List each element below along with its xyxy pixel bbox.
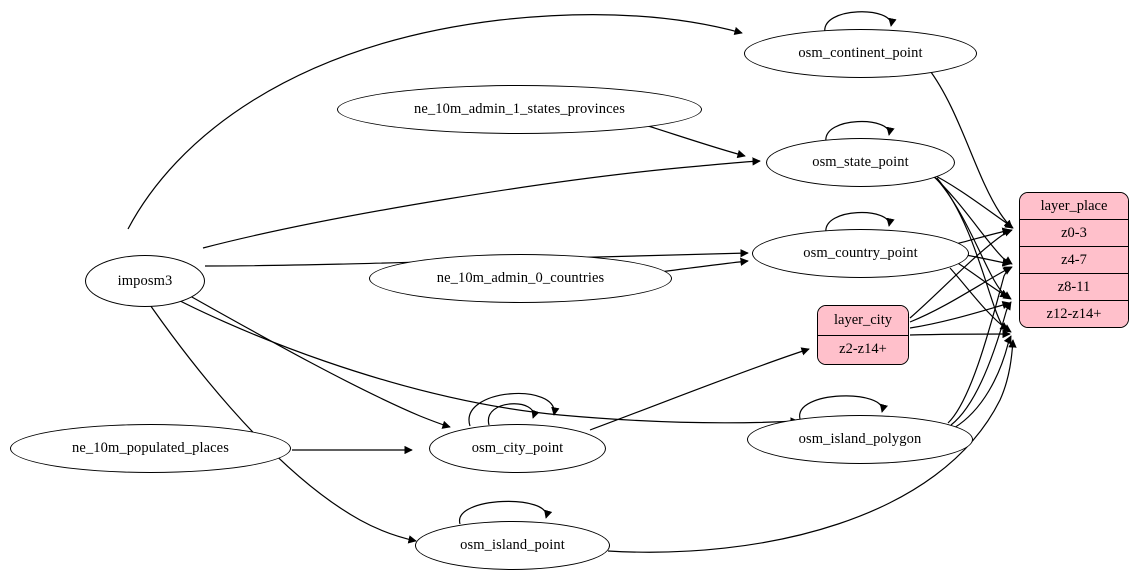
node-osm-island-polygon[interactable]: osm_island_polygon [747, 415, 973, 464]
edge-osm-island-polygon-layer-place-z12 [953, 335, 1012, 429]
node-osm-country-point-label: osm_country_point [803, 245, 918, 261]
node-ne-admin0-label: ne_10m_admin_0_countries [436, 270, 605, 286]
edge-self-osm-island-point [459, 500, 553, 525]
node-osm-state-point-label: osm_state_point [812, 154, 909, 170]
layer-city-title: layer_city [818, 306, 908, 336]
node-osm-state-point[interactable]: osm_state_point [766, 138, 955, 187]
edge-layer-city-layer-place-z12 [909, 329, 1011, 339]
node-imposm3[interactable]: imposm3 [85, 255, 205, 307]
edge-self-osm-continent-point [824, 11, 897, 34]
edge-imposm3-osm-continent-point [127, 14, 743, 230]
edge-imposm3-osm-island-polygon [149, 284, 799, 426]
edge-layer-city-layer-place-z0-3 [909, 228, 1013, 319]
node-osm-continent-point[interactable]: osm_continent_point [744, 29, 977, 78]
layer-place-z12-z14[interactable]: z12-z14+ [1020, 301, 1128, 327]
edge-layer-city-layer-place-z8-11 [909, 300, 1011, 329]
node-osm-island-point[interactable]: osm_island_point [415, 521, 610, 570]
layer-city-z2-z14[interactable]: z2-z14+ [818, 335, 908, 364]
node-osm-island-point-label: osm_island_point [460, 537, 565, 553]
node-ne-10m-admin-0-countries[interactable]: ne_10m_admin_0_countries [369, 254, 672, 303]
edge-osm-continent-point-layer-place [927, 67, 1013, 229]
edge-osm-island-polygon-layer-place-z8-11 [950, 301, 1012, 426]
edge-osm-island-polygon-layer-place-z4-7 [947, 266, 1012, 424]
edge-self-osm-city-point-inner [488, 403, 540, 426]
edge-imposm3-osm-city-point [164, 281, 451, 429]
edge-imposm3-osm-state-point [202, 157, 761, 249]
edge-self-osm-state-point [825, 120, 895, 143]
edge-self-osm-island-polygon [799, 395, 888, 420]
edge-osm-state-point-layer-place-z0-3 [927, 171, 1014, 229]
node-imposm3-label: imposm3 [117, 272, 173, 289]
edge-self-osm-city-point-outer [468, 392, 560, 427]
node-osm-country-point[interactable]: osm_country_point [752, 229, 969, 278]
node-layer-place[interactable]: layer_place z0-3 z4-7 z8-11 z12-z14+ [1019, 192, 1129, 328]
edge-osm-city-point-layer-city [589, 347, 810, 431]
node-osm-city-point[interactable]: osm_city_point [429, 424, 606, 473]
edge-osm-country-point-layer-place-z8-11 [955, 261, 1009, 298]
node-osm-city-point-label: osm_city_point [471, 440, 564, 456]
node-ne-10m-admin-1-states-provinces[interactable]: ne_10m_admin_1_states_provinces [337, 85, 702, 134]
edge-imposm3-osm-island-point [134, 282, 417, 544]
layer-place-z0-3[interactable]: z0-3 [1020, 220, 1128, 247]
edge-osm-island-point-layer-place-z12 [607, 339, 1017, 553]
node-osm-continent-point-label: osm_continent_point [798, 45, 923, 61]
node-layer-city[interactable]: layer_city z2-z14+ [817, 305, 909, 365]
layer-place-z8-11[interactable]: z8-11 [1020, 274, 1128, 301]
node-ne-10m-populated-places[interactable]: ne_10m_populated_places [10, 424, 291, 473]
layer-place-title: layer_place [1020, 193, 1128, 220]
edge-ne-admin1-osm-state-point [644, 124, 746, 159]
layer-place-z4-7[interactable]: z4-7 [1020, 247, 1128, 274]
edge-self-osm-country-point [825, 211, 895, 234]
node-ne-admin1-label: ne_10m_admin_1_states_provinces [414, 101, 625, 117]
node-ne-populated-label: ne_10m_populated_places [72, 440, 229, 456]
node-osm-island-polygon-label: osm_island_polygon [798, 431, 922, 447]
edge-ne-admin0-osm-country-point [659, 257, 749, 273]
